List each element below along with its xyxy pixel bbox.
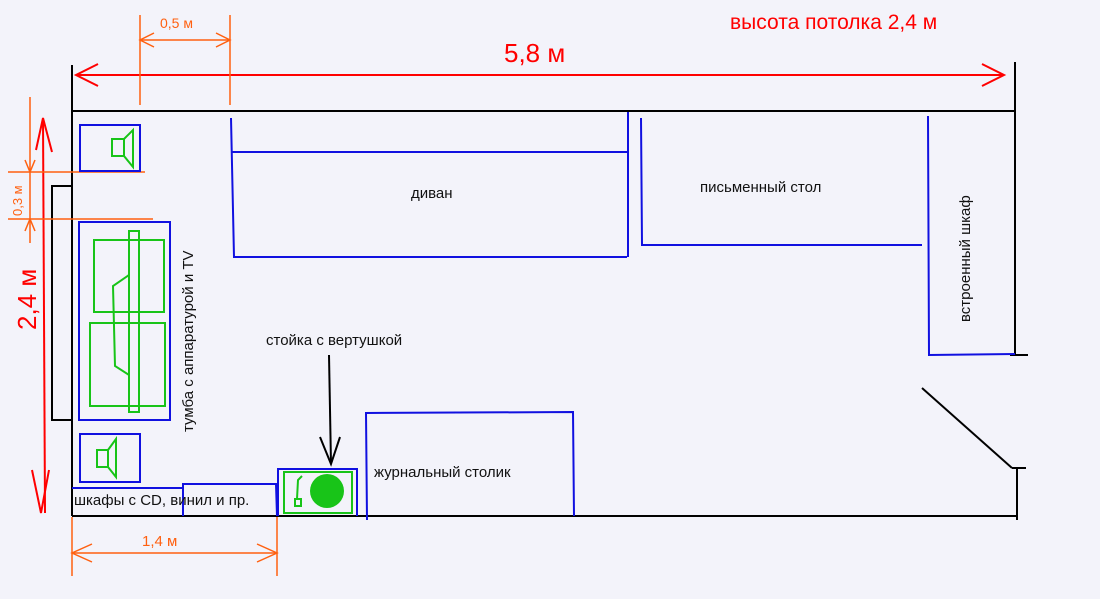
record-platter <box>310 474 344 508</box>
ceiling-height-label: высота потолка 2,4 м <box>730 11 937 34</box>
speaker-bottom <box>79 433 141 483</box>
bottom-span-label: 1,4 м <box>142 533 177 550</box>
window-gap-dimension: 0,3 м <box>8 97 153 243</box>
cd-shelves-label: шкафы с CD, винил и пр. <box>74 492 249 509</box>
coffee-table-label: журнальный столик <box>374 464 511 481</box>
tv-equipment-icon <box>89 230 166 413</box>
width-label: 2,4 м <box>12 269 42 330</box>
tv-stand: тумба с аппаратурой и TV <box>78 221 197 432</box>
offset-dimension: 0,5 м <box>138 15 232 105</box>
wardrobe: встроенный шкаф <box>927 115 1016 357</box>
window <box>51 185 72 421</box>
length-dimension: 5,8 м <box>73 38 1007 87</box>
coffee-table: журнальный столик <box>364 410 575 521</box>
speaker-top <box>79 124 141 172</box>
sofa-label: диван <box>411 185 453 202</box>
sofa: диван <box>230 112 629 258</box>
walls <box>51 62 1028 520</box>
width-dimension: 2,4 м <box>12 117 53 514</box>
turntable-stand <box>277 468 358 516</box>
turntable-icon <box>283 471 353 514</box>
wardrobe-label: встроенный шкаф <box>957 195 974 322</box>
length-label: 5,8 м <box>504 38 565 68</box>
turntable-label: стойка с вертушкой <box>266 332 402 349</box>
tv-stand-label: тумба с аппаратурой и TV <box>180 250 197 432</box>
window-gap-label: 0,3 м <box>10 185 25 216</box>
speaker-icon <box>111 127 134 170</box>
pointer-arrow <box>319 354 341 467</box>
offset-label: 0,5 м <box>160 15 193 31</box>
desk: письменный стол <box>640 117 922 246</box>
cd-shelves: шкафы с CD, винил и пр. <box>72 483 278 517</box>
desk-label: письменный стол <box>700 179 821 196</box>
speaker-icon <box>96 435 117 480</box>
door-swing <box>921 387 1013 469</box>
bottom-span-dimension: 1,4 м <box>70 517 279 576</box>
